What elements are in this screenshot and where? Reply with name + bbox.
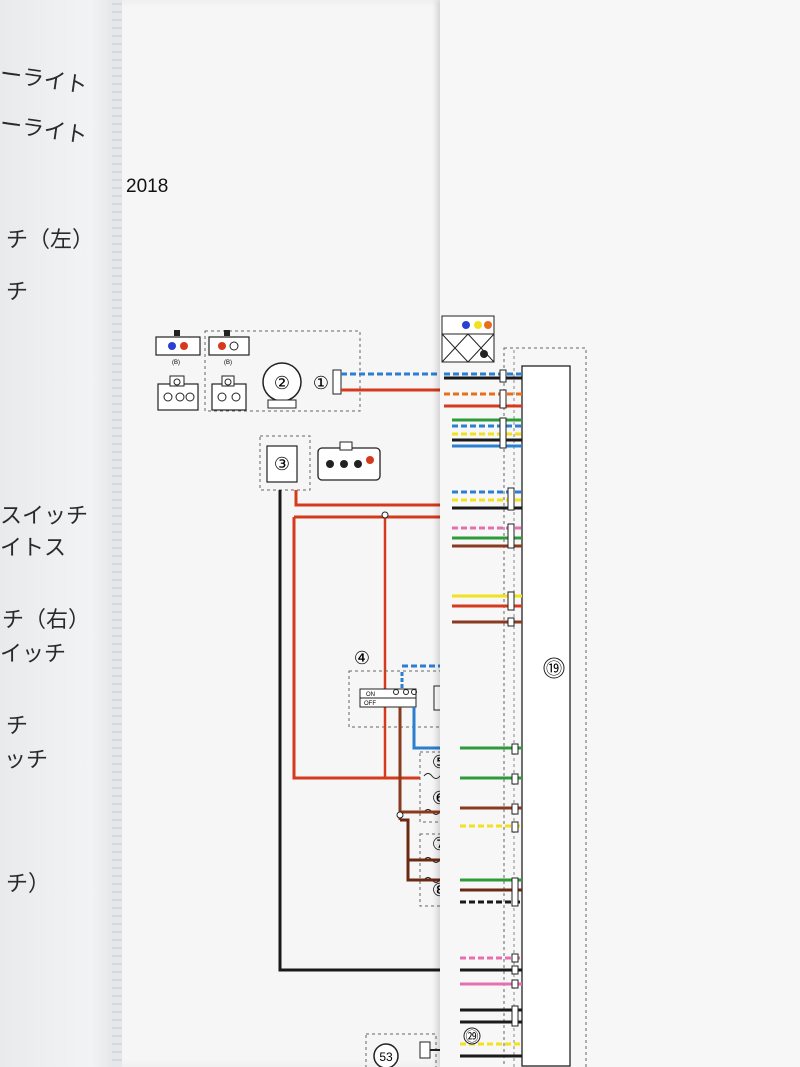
left-fragment-10: ッチ	[4, 748, 49, 773]
callout-1: ①	[313, 373, 329, 393]
callout-19: ⑲	[546, 660, 562, 678]
connector-icon-right: (B)	[208, 330, 250, 411]
model-year: 2018	[126, 176, 169, 197]
callout-29: ㉙	[465, 1029, 478, 1044]
connector-label-b-right: (B)	[224, 360, 232, 366]
left-fragment-3: チ（左）	[6, 228, 95, 253]
left-fragment-5: スイッチ	[0, 504, 89, 529]
left-fragment-4: チ	[6, 280, 29, 305]
callout-4: ④	[354, 648, 370, 668]
callout-2: ②	[274, 373, 290, 393]
left-fragment-8: イッチ	[0, 642, 67, 667]
connector-icon-3	[317, 441, 381, 481]
left-fragment-9: チ	[6, 714, 29, 739]
component-box-3	[259, 435, 311, 491]
component-box-2	[204, 330, 361, 412]
left-fragment-11: チ）	[6, 872, 51, 897]
switch-on-label: ON	[366, 692, 375, 698]
connector-label-b-left: (B)	[172, 360, 180, 366]
switch-off-label: OFF	[364, 701, 376, 707]
left-fragment-6: イトス	[0, 536, 67, 561]
callout-3: ③	[274, 454, 290, 474]
left-fragment-7: チ（右）	[2, 608, 91, 633]
connector-icon-left: (B)	[155, 330, 201, 411]
callout-53: 53	[379, 1050, 393, 1064]
component-box-53	[365, 1033, 437, 1067]
component-19-box	[521, 365, 571, 1067]
wiring-diagram-page	[122, 0, 452, 1067]
connector-icon-top-right	[441, 315, 495, 363]
